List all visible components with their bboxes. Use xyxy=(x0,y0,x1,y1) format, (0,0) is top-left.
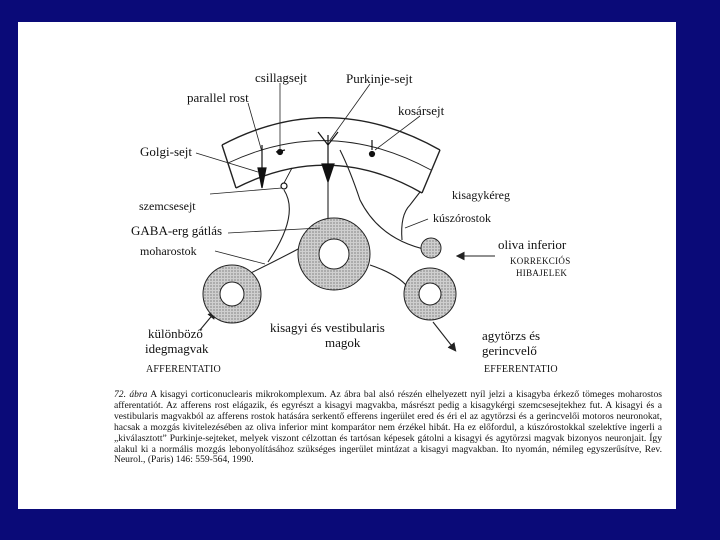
label-golgi-sejt: Golgi-sejt xyxy=(140,145,192,158)
nuclei xyxy=(203,218,456,323)
label-oliva-inferior: oliva inferior xyxy=(498,238,566,251)
label-kisagykereg: kisagykéreg xyxy=(452,189,510,201)
label-afferentatio: AFFERENTATIO xyxy=(146,365,221,375)
label-szemcsesejt: szemcsesejt xyxy=(139,200,196,212)
label-kisagyi-vestibularis: kisagyi és vestibularis xyxy=(270,321,385,334)
label-csillagsejt: csillagsejt xyxy=(255,71,307,84)
label-purkinje-sejt: Purkinje-sejt xyxy=(346,72,412,85)
label-korrekcios: KORREKCIÓS xyxy=(510,257,571,266)
label-kuszorostok: kúszórostok xyxy=(433,212,491,224)
figure-caption-text: A kisagyi corticonuclearis mikrokomplexu… xyxy=(114,389,662,465)
figure-number: 72. ábra xyxy=(114,389,147,400)
cerebellar-cortex xyxy=(222,118,440,193)
label-gaba-erg-gatlas: GABA-erg gátlás xyxy=(131,224,222,237)
figure-caption: 72. ábra A kisagyi corticonuclearis mikr… xyxy=(114,390,662,466)
label-gerincvelo: gerincvelő xyxy=(482,344,537,357)
label-parallel-rost: parallel rost xyxy=(187,91,249,104)
label-agytorzs-es: agytörzs és xyxy=(482,329,540,342)
label-moharostok: moharostok xyxy=(140,245,197,257)
label-kosarsejt: kosársejt xyxy=(398,104,444,117)
label-efferentatio: EFFERENTATIO xyxy=(484,365,558,375)
label-idegmagvak: idegmagvak xyxy=(145,342,209,355)
label-magok: magok xyxy=(325,336,360,349)
label-hibajelek: HIBAJELEK xyxy=(516,269,567,278)
label-kulonbozo: különböző xyxy=(148,327,203,340)
